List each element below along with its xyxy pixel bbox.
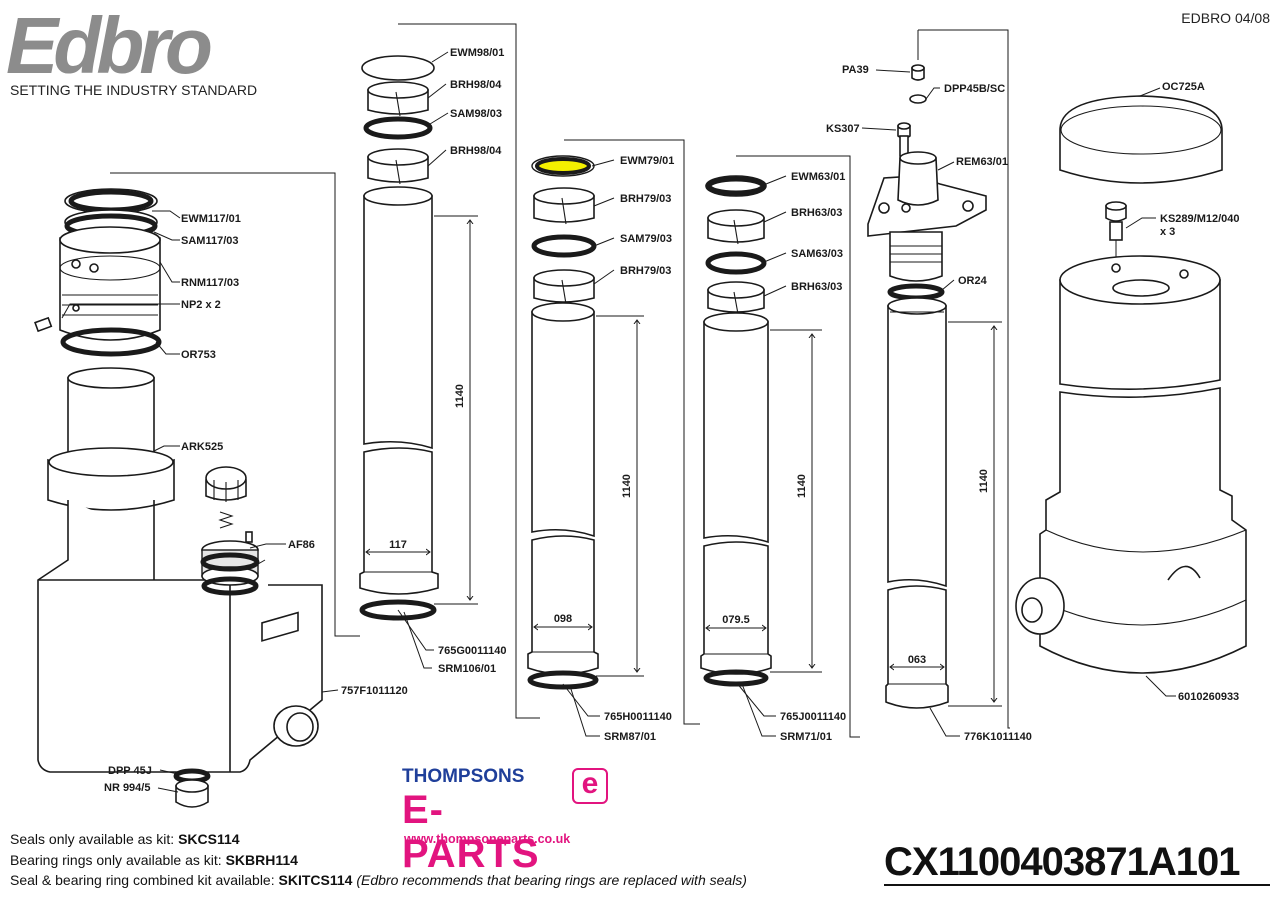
- kit-bearing-code[interactable]: SKBRH114: [225, 851, 298, 868]
- label-ewm98[interactable]: EWM98/01: [450, 47, 504, 59]
- label-757f[interactable]: 757F1011120: [341, 685, 408, 697]
- edition-date: EDBRO 04/08: [1181, 10, 1270, 26]
- label-oc725a[interactable]: OC725A: [1162, 81, 1205, 93]
- label-srm87[interactable]: SRM87/01: [604, 731, 656, 743]
- dealer-e-icon: e: [572, 768, 608, 804]
- dim-stage1-length: 1140: [454, 384, 466, 408]
- label-brh98-a[interactable]: BRH98/04: [450, 79, 502, 91]
- stage-4-assembly: [867, 29, 1010, 729]
- housing-assembly: [1015, 95, 1247, 674]
- edbro-brand: Edbro SETTING THE INDUSTRY STANDARD: [6, 1, 257, 99]
- label-sam63[interactable]: SAM63/03: [791, 248, 843, 260]
- label-brh63-b[interactable]: BRH63/03: [791, 281, 842, 293]
- label-rem63[interactable]: REM63/01: [956, 156, 1008, 168]
- label-765h[interactable]: 765H0011140: [604, 711, 672, 723]
- dim-stage4-length: 1140: [978, 469, 990, 493]
- label-sam117[interactable]: SAM117/03: [181, 235, 238, 247]
- dealer-name: THOMPSONS: [402, 766, 525, 787]
- label-765g[interactable]: 765G0011140: [438, 645, 507, 657]
- label-or24[interactable]: OR24: [958, 275, 988, 287]
- tank-assembly: [34, 172, 360, 808]
- label-brh79-b[interactable]: BRH79/03: [620, 265, 671, 277]
- assembly-part-number: CX1100403871A101: [884, 840, 1240, 884]
- label-ks289-qty: x 3: [1160, 226, 1175, 238]
- dim-stage2-diameter: 098: [554, 613, 572, 625]
- ewm79-highlight: [535, 159, 591, 173]
- label-np2[interactable]: NP2 x 2: [181, 299, 221, 311]
- stage-1-assembly: [359, 23, 540, 719]
- label-or753[interactable]: OR753: [181, 349, 216, 361]
- label-nr994[interactable]: NR 994/5: [104, 782, 150, 794]
- dim-stage1-diameter: 117: [389, 539, 407, 551]
- kit-info: Seals only available as kit: SKCS114 Bea…: [10, 829, 747, 891]
- kit-combined-line: Seal & bearing ring combined kit availab…: [10, 872, 747, 888]
- label-776k[interactable]: 776K1011140: [964, 731, 1032, 743]
- dim-stage3-length: 1140: [796, 474, 808, 498]
- part-labels: EWM117/01 SAM117/03 RNM117/03 NP2 x 2 OR…: [104, 47, 1240, 794]
- label-pa39[interactable]: PA39: [842, 64, 869, 76]
- leader-lines: [61, 51, 1176, 793]
- label-ewm79[interactable]: EWM79/01: [620, 155, 674, 167]
- label-dpp45b[interactable]: DPP45B/SC: [944, 83, 1005, 95]
- label-sam98[interactable]: SAM98/03: [450, 108, 502, 120]
- stage-2-assembly: [527, 139, 700, 725]
- dim-stage3-diameter: 079.5: [722, 614, 750, 626]
- label-srm71[interactable]: SRM71/01: [780, 731, 832, 743]
- label-sam79[interactable]: SAM79/03: [620, 233, 672, 245]
- label-rnm117[interactable]: RNM117/03: [181, 277, 239, 289]
- stage-3-assembly: [700, 155, 860, 738]
- label-srm106[interactable]: SRM106/01: [438, 663, 496, 675]
- label-6010260933[interactable]: 6010260933: [1178, 691, 1239, 703]
- kit-seals-line: Seals only available as kit: SKCS114: [10, 831, 240, 847]
- part-number-underline: [884, 884, 1270, 886]
- dealer-url[interactable]: www.thompsoneparts.co.uk: [404, 832, 571, 846]
- label-765j[interactable]: 765J0011140: [780, 711, 846, 723]
- dealer-eparts: E-PARTS: [402, 788, 540, 876]
- label-ark525[interactable]: ARK525: [181, 441, 223, 453]
- kit-bearing-line: Bearing rings only available as kit: SKB…: [10, 851, 298, 868]
- kit-combined-note: (Edbro recommends that bearing rings are…: [356, 872, 747, 888]
- edbro-logo: Edbro: [6, 1, 213, 90]
- kit-combined-code[interactable]: SKITCS114: [278, 872, 353, 888]
- dim-stage2-length: 1140: [621, 474, 633, 498]
- label-ewm63[interactable]: EWM63/01: [791, 171, 845, 183]
- label-ewm117[interactable]: EWM117/01: [181, 213, 241, 225]
- dealer-logo[interactable]: THOMPSONS e E-PARTS www.thompsoneparts.c…: [402, 766, 608, 876]
- label-brh63-a[interactable]: BRH63/03: [791, 207, 842, 219]
- label-brh79-a[interactable]: BRH79/03: [620, 193, 671, 205]
- label-brh98-b[interactable]: BRH98/04: [450, 145, 502, 157]
- brand-tagline: SETTING THE INDUSTRY STANDARD: [10, 82, 258, 98]
- label-ks307[interactable]: KS307: [826, 123, 860, 135]
- label-ks289[interactable]: KS289/M12/040: [1160, 213, 1240, 225]
- kit-seals-code[interactable]: SKCS114: [178, 831, 240, 847]
- label-dpp45j[interactable]: DPP 45J: [108, 765, 152, 777]
- label-af86[interactable]: AF86: [288, 539, 315, 551]
- dim-stage4-diameter: 063: [908, 654, 926, 666]
